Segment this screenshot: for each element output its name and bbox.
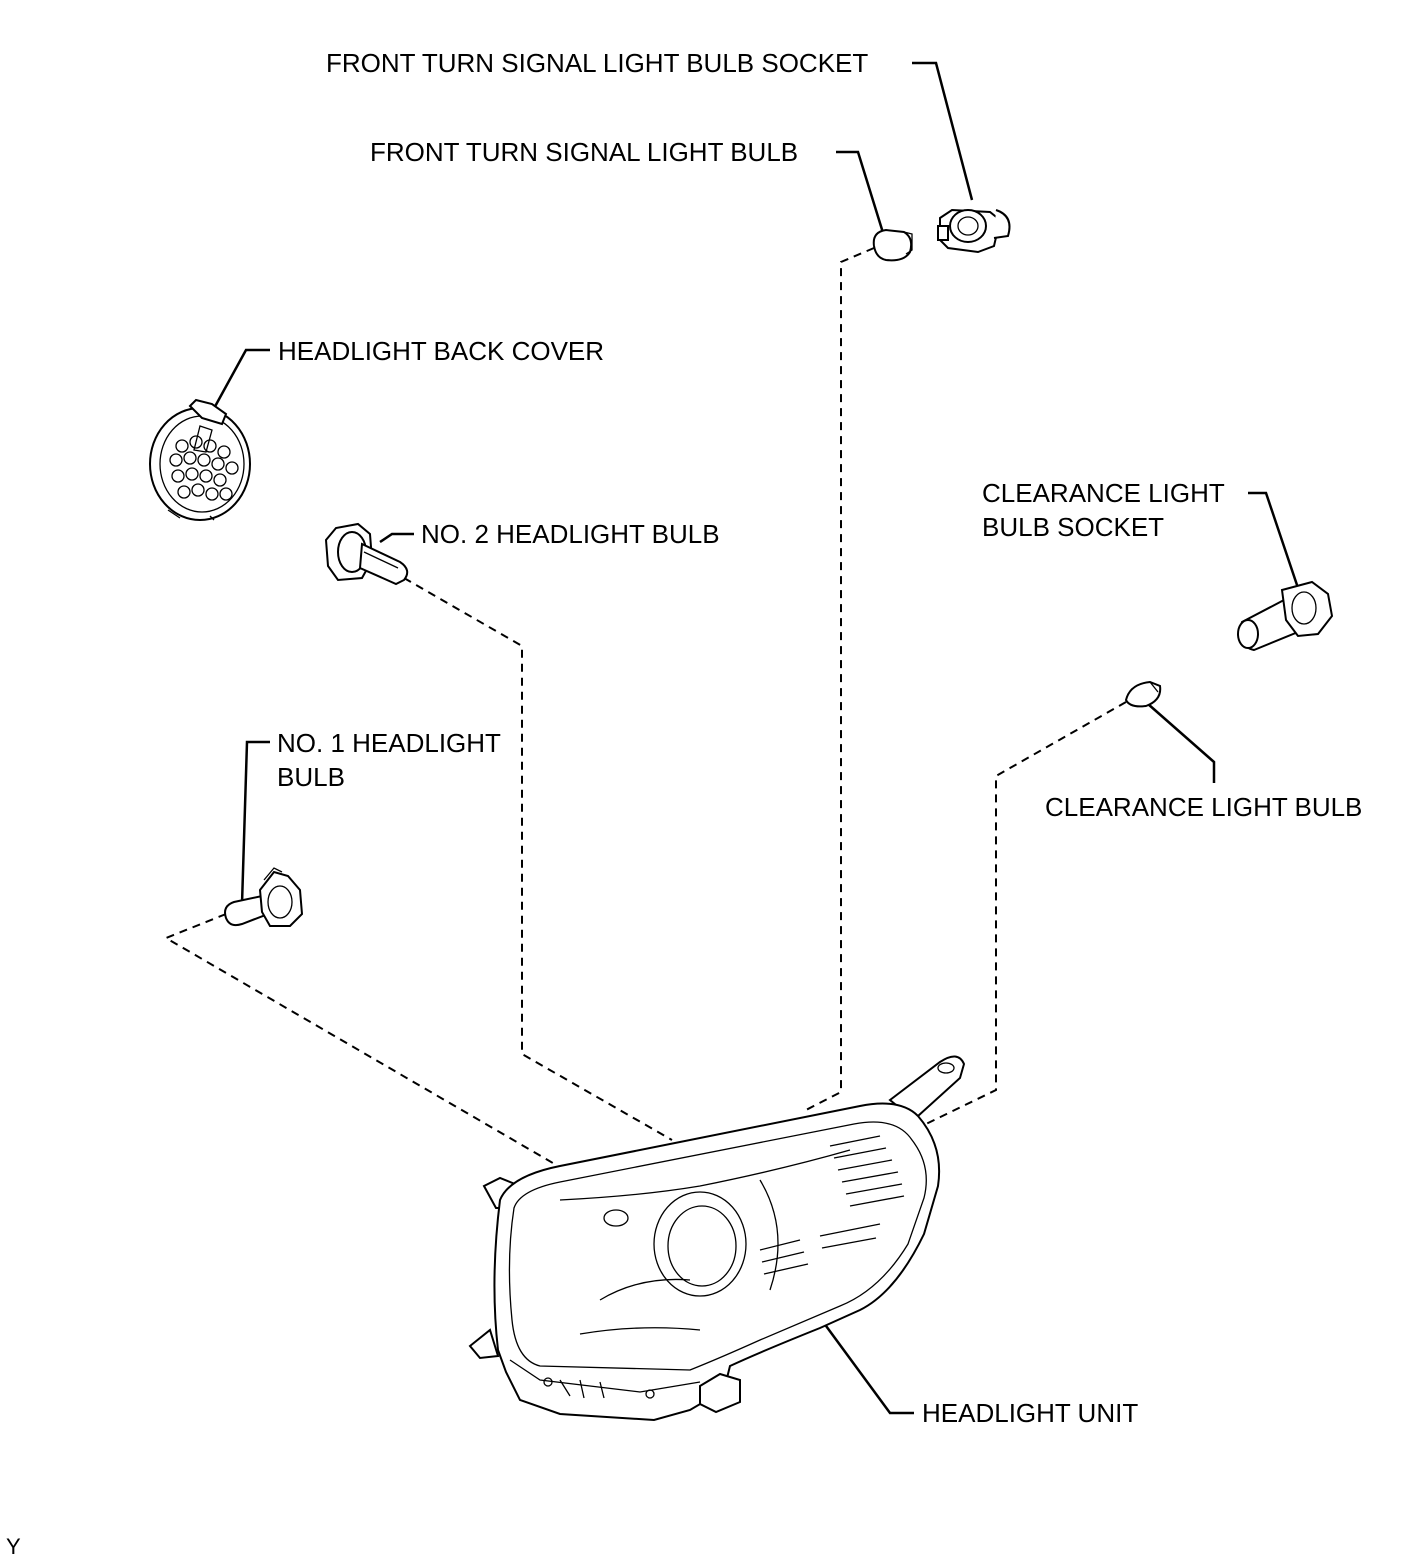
label-front-turn-signal-socket: FRONT TURN SIGNAL LIGHT BULB SOCKET: [326, 48, 868, 78]
front-turn-signal-socket-icon: [937, 208, 1011, 254]
label-clearance-bulb: CLEARANCE LIGHT BULB: [1045, 792, 1362, 822]
no1-headlight-bulb-icon: [224, 867, 304, 927]
label-front-turn-signal-bulb: FRONT TURN SIGNAL LIGHT BULB: [370, 137, 798, 167]
label-clearance-socket-line1: CLEARANCE LIGHT: [982, 478, 1225, 508]
no2-headlight-bulb-icon: [324, 522, 409, 586]
label-headlight-unit: HEADLIGHT UNIT: [922, 1398, 1138, 1428]
dash-no1: [163, 913, 559, 1167]
leader-clearance-bulb: [1147, 703, 1216, 783]
assembly-lines: [163, 247, 1127, 1167]
front-turn-signal-bulb-icon: [872, 228, 913, 262]
leader-turn-bulb: [836, 150, 886, 237]
leader-turn-socket: [912, 61, 974, 201]
dash-no2: [403, 577, 673, 1141]
headlight-unit-icon: [468, 1055, 966, 1422]
leader-headlight-unit: [816, 1314, 914, 1415]
figure-code: Y: [6, 1534, 21, 1559]
leader-clearance-socket: [1248, 491, 1300, 589]
leader-no2-bulb: [379, 532, 414, 544]
dash-clearance: [925, 701, 1127, 1125]
label-no1-headlight-line1: NO. 1 HEADLIGHT: [277, 728, 501, 758]
headlight-back-cover-icon: [149, 398, 251, 521]
label-no2-headlight-bulb: NO. 2 HEADLIGHT BULB: [421, 519, 720, 549]
leader-no1-bulb: [240, 740, 270, 905]
label-no1-headlight-line2: BULB: [277, 762, 345, 792]
clearance-socket-icon: [1237, 580, 1334, 652]
clearance-bulb-icon: [1124, 680, 1162, 708]
leader-back-cover: [210, 348, 270, 413]
leader-lines: [210, 61, 1300, 1415]
label-headlight-back-cover: HEADLIGHT BACK COVER: [278, 336, 604, 366]
dash-turn-signal: [805, 247, 875, 1111]
label-clearance-socket-line2: BULB SOCKET: [982, 512, 1164, 542]
